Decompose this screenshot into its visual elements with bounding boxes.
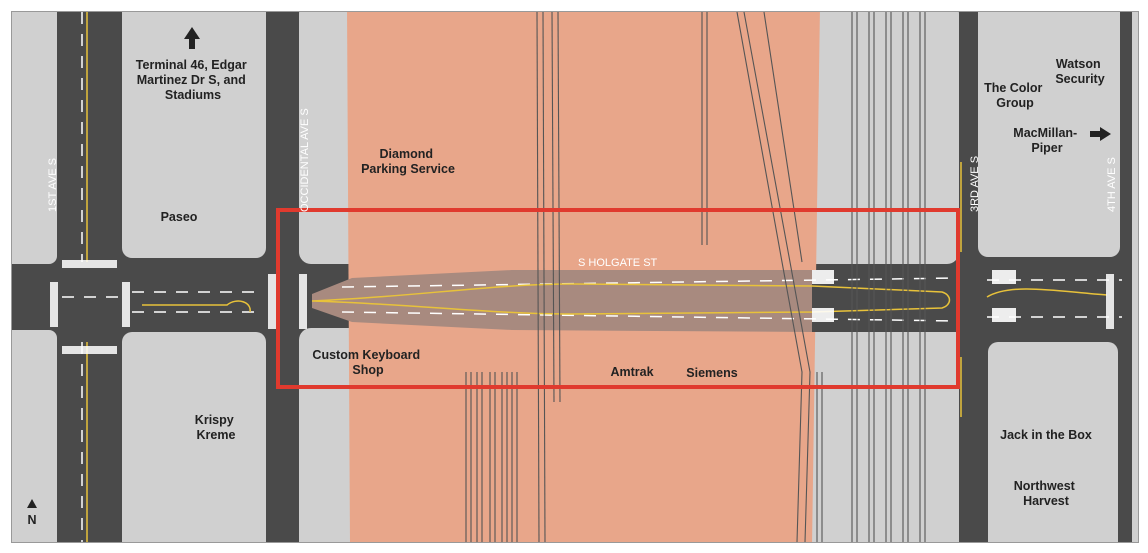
label-terminal: Terminal 46, Edgar Martinez Dr S, and St… <box>136 58 250 102</box>
street-label-1st-ave: 1ST AVE S <box>47 158 59 212</box>
right-arrow-icon <box>1090 127 1111 141</box>
map-frame: 1ST AVE S OCCIDENTAL AVE S 3RD AVE S 4TH… <box>11 11 1139 543</box>
label-northwest-harvest: Northwest Harvest <box>1014 479 1079 508</box>
block-west-north <box>12 12 57 264</box>
block-color-group <box>978 12 1120 257</box>
centerlines <box>86 12 1108 542</box>
north-arrow-icon <box>27 499 37 508</box>
block-jack <box>988 342 1118 542</box>
block-east-edge <box>1132 12 1138 542</box>
label-diamond-parking: Diamond Parking Service <box>361 147 455 176</box>
street-label-3rd-ave: 3RD AVE S <box>969 156 981 212</box>
project-highlight-box <box>276 208 960 389</box>
label-krispy-kreme: Krispy Kreme <box>195 413 237 442</box>
block-west-south <box>12 330 57 542</box>
label-paseo: Paseo <box>161 210 198 224</box>
block-terminal <box>122 12 266 258</box>
north-label: N <box>27 513 36 527</box>
up-arrow-icon <box>184 27 200 49</box>
street-label-holgate: S HOLGATE ST <box>578 257 658 269</box>
block-krispy <box>122 332 266 542</box>
rail-tracks <box>465 12 926 542</box>
label-jack-in-the-box: Jack in the Box <box>1000 428 1092 442</box>
label-macmillan-piper: MacMillan- Piper <box>1013 126 1080 155</box>
label-watson-security: Watson Security <box>1055 57 1104 86</box>
crosswalks <box>50 260 1114 354</box>
label-custom-keyboard: Custom Keyboard Shop <box>312 348 423 377</box>
street-label-4th-ave: 4TH AVE S <box>1106 157 1118 212</box>
label-amtrak: Amtrak <box>610 365 653 379</box>
label-siemens: Siemens <box>686 366 737 380</box>
label-color-group: The Color Group <box>984 81 1046 110</box>
street-map: 1ST AVE S OCCIDENTAL AVE S 3RD AVE S 4TH… <box>12 12 1138 542</box>
street-label-occidental: OCCIDENTAL AVE S <box>299 108 311 212</box>
